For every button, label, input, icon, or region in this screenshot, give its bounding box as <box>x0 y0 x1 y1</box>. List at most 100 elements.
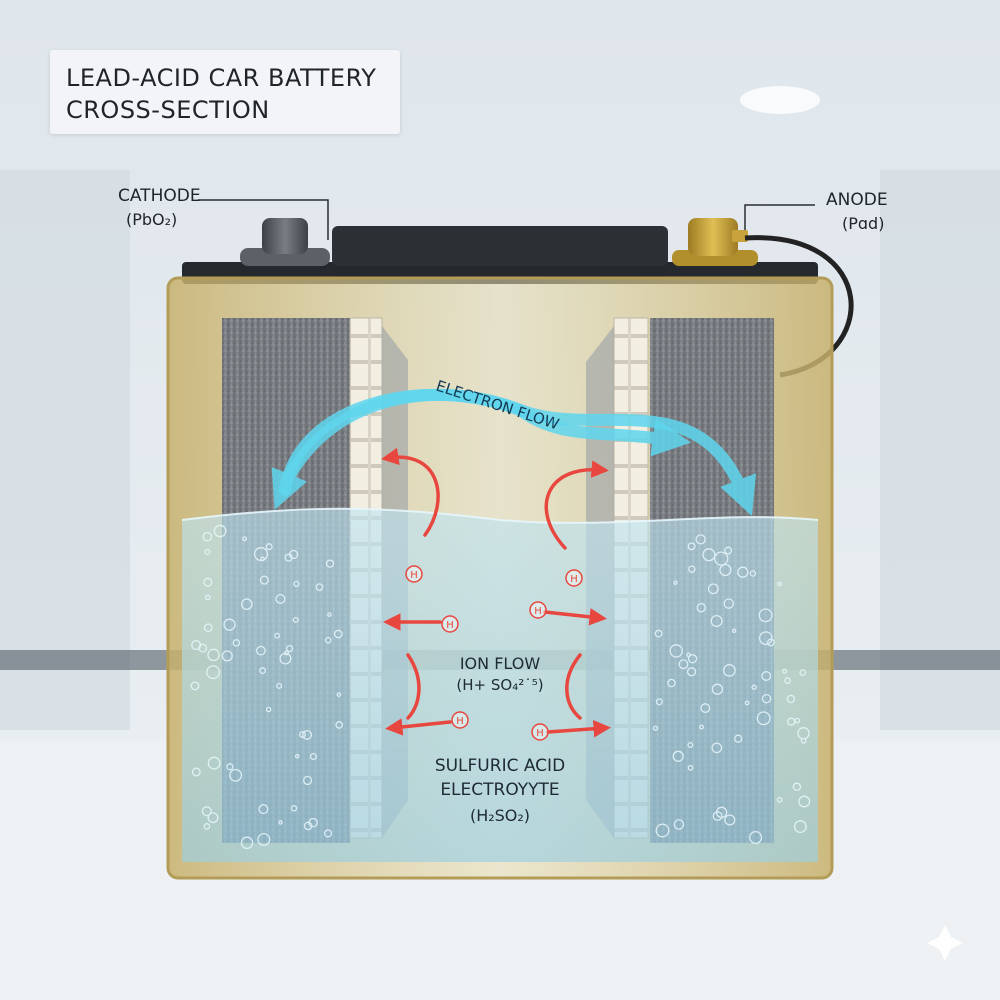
bubble <box>731 628 737 634</box>
bubble <box>335 721 344 729</box>
electrolyte-label-line-1: SULFURIC ACID <box>434 756 566 776</box>
ion-arrow <box>546 720 611 738</box>
bubble <box>686 652 691 658</box>
bubble <box>655 698 663 706</box>
bubble <box>207 648 220 662</box>
bubble <box>792 782 802 792</box>
bubble <box>737 566 749 578</box>
ion-arrow <box>543 608 607 626</box>
bubble <box>257 832 271 847</box>
bubble <box>687 742 694 748</box>
ion-arrow <box>385 718 452 736</box>
bubble <box>256 645 266 656</box>
anode-terminal <box>688 218 738 256</box>
bubble <box>309 752 318 761</box>
bubble <box>654 629 663 638</box>
electrolyte-surface <box>181 507 819 524</box>
bubble <box>333 629 343 639</box>
bubble <box>798 795 811 808</box>
bubble <box>723 598 735 609</box>
bubble <box>799 669 807 676</box>
bubble <box>213 524 227 538</box>
bubble <box>336 692 342 697</box>
bubble <box>201 806 212 817</box>
bubble <box>204 548 211 555</box>
bubble <box>756 711 771 726</box>
bubble <box>724 814 736 826</box>
bubble <box>290 805 298 812</box>
cathode-terminal-base <box>240 248 330 266</box>
bubble <box>800 737 807 744</box>
ceiling-light <box>740 86 820 114</box>
bubble <box>776 796 783 803</box>
anode-formula: (Pɑd) <box>842 214 885 233</box>
electrolyte <box>182 508 818 862</box>
bubble <box>229 768 243 782</box>
bubble <box>695 534 706 545</box>
bubble <box>278 820 283 825</box>
bubble <box>761 693 772 704</box>
electrolyte-formula: (H₂SO₂) <box>469 806 531 825</box>
bubble <box>303 821 313 831</box>
svg-text:H: H <box>536 728 544 739</box>
bubble <box>324 636 332 644</box>
bubble <box>293 580 300 588</box>
bubble <box>240 836 254 850</box>
bubble <box>198 643 208 653</box>
bubble <box>265 543 273 551</box>
svg-text:H: H <box>570 574 578 585</box>
anode-label: ANODE <box>826 190 888 210</box>
bubble <box>744 700 750 706</box>
bubble <box>784 677 791 684</box>
bubble <box>323 829 333 838</box>
bubble <box>793 820 807 834</box>
bubble <box>749 830 763 845</box>
svg-text:H: H <box>456 716 464 727</box>
anode-clamp <box>732 230 748 242</box>
ion-marker: H <box>451 711 469 729</box>
bubble <box>203 823 211 830</box>
bubble <box>678 659 689 670</box>
bubble <box>240 598 253 611</box>
ion-arrow <box>565 653 582 720</box>
bubble <box>758 608 773 623</box>
bubble <box>223 618 236 631</box>
anode-leader-line <box>744 204 815 230</box>
bubble <box>794 717 801 724</box>
bubble <box>707 583 719 595</box>
ion-marker: H <box>565 569 583 587</box>
bubble <box>761 671 772 681</box>
bubble <box>786 694 796 704</box>
bubbles <box>190 524 811 850</box>
ion-flow-formula: (H+ SO₄²˙⁵) <box>456 676 544 694</box>
bubble <box>315 583 324 591</box>
bubble <box>699 724 704 730</box>
bubble <box>202 531 213 542</box>
bubble <box>325 559 335 568</box>
bubble <box>714 551 729 566</box>
bubble <box>711 683 724 695</box>
bubble <box>275 593 286 604</box>
bubble <box>652 725 659 731</box>
bubble <box>766 638 775 647</box>
bubble <box>710 614 723 628</box>
bubble <box>758 631 773 645</box>
bubble <box>724 546 733 555</box>
bubble <box>302 775 313 786</box>
ion-flow-arrows <box>381 447 611 738</box>
bubble <box>274 632 281 639</box>
ion-marker: H <box>405 565 423 583</box>
electron-flow-arrow-mid <box>514 404 692 457</box>
bubble <box>258 804 269 815</box>
bubble <box>190 681 200 691</box>
bubble <box>279 652 292 665</box>
bubble <box>327 612 332 617</box>
bubble <box>688 565 696 573</box>
bubble <box>686 667 697 677</box>
ion-marker: H <box>531 723 549 741</box>
cathode-terminal <box>262 218 308 254</box>
bubble <box>782 668 788 674</box>
title-line-2: CROSS-SECTION <box>66 96 270 124</box>
bubble <box>259 667 267 675</box>
electrolyte-label-line-2: ELECTROYYTE <box>440 780 560 800</box>
